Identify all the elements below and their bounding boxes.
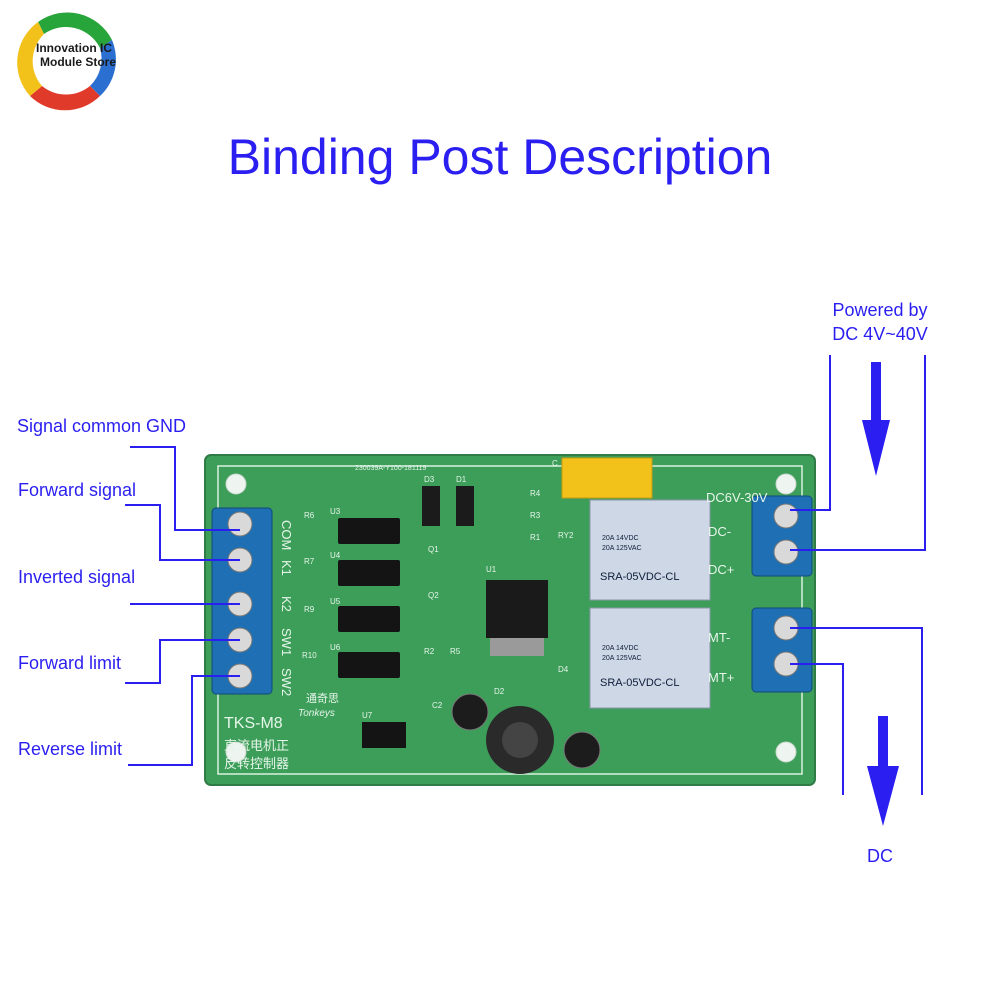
component-label: U5 — [330, 597, 341, 606]
component-label: R9 — [304, 605, 315, 614]
relay1-spec1: 20A 14VDC — [602, 535, 639, 542]
component-label: U3 — [330, 507, 341, 516]
component-label: U1 — [486, 565, 497, 574]
store-logo: Innovation IC Module Store — [17, 12, 116, 111]
component-label: C2 — [432, 701, 443, 710]
label-power-line1: Powered by — [832, 300, 928, 320]
component-label: R3 — [530, 511, 541, 520]
terminal-label-k2: K2 — [279, 596, 294, 612]
pcb-board: 230039A-Y100-181119 — [204, 454, 816, 786]
label-inverted-signal: Inverted signal — [18, 567, 136, 587]
board-desc-line2: 反转控制器 — [224, 756, 289, 771]
logo-text-line1: Innovation IC — [36, 41, 112, 55]
terminal-label-dc-minus: DC- — [708, 524, 731, 539]
logo-text-line2: Module Store — [40, 55, 116, 69]
label-power-line2: DC 4V~40V — [832, 324, 928, 344]
component-label: R1 — [530, 533, 541, 542]
component-label: U6 — [330, 643, 341, 652]
component-label: C — [552, 459, 558, 468]
component-label: D4 — [558, 665, 569, 674]
component-label: R10 — [302, 651, 317, 660]
label-motor-dc: DC — [867, 846, 893, 866]
page-title: Binding Post Description — [227, 129, 773, 185]
left-callout-lines — [125, 446, 240, 766]
component-label: R5 — [450, 647, 461, 656]
component-label: RY2 — [558, 531, 574, 540]
terminal-label-com: COM — [279, 520, 294, 550]
pcb-silkscreen: COM K1 K2 SW1 SW2 DC6V-30V DC- DC+ MT- M… — [224, 459, 768, 771]
terminal-label-mt-plus: MT+ — [708, 670, 734, 685]
relay2-model: SRA-05VDC-CL — [600, 677, 679, 689]
terminal-label-sw2: SW2 — [279, 668, 294, 696]
component-label: D1 — [456, 475, 467, 484]
relay1-model: SRA-05VDC-CL — [600, 571, 679, 583]
component-label: R7 — [304, 557, 315, 566]
component-label: U4 — [330, 551, 341, 560]
label-forward-signal: Forward signal — [18, 480, 137, 500]
motor-arrow-icon — [867, 716, 899, 826]
board-brand-en: Tonkeys — [298, 708, 335, 719]
relay2-spec1: 20A 14VDC — [602, 645, 639, 652]
board-desc-line1: 直流电机正 — [224, 738, 289, 753]
label-forward-limit: Forward limit — [18, 653, 122, 673]
label-reverse-limit: Reverse limit — [18, 739, 123, 759]
label-power-input: Powered by DC 4V~40V — [822, 298, 938, 346]
component-label: D3 — [424, 475, 435, 484]
board-brand-cn: 通奇思 — [306, 692, 339, 705]
component-label: D2 — [494, 687, 505, 696]
power-arrow-icon — [862, 362, 890, 476]
relay1-spec2: 20A 125VAC — [602, 545, 642, 552]
component-label: U7 — [362, 711, 373, 720]
component-label: Q1 — [428, 545, 439, 554]
terminal-label-mt-minus: MT- — [708, 630, 730, 645]
terminal-label-dc-plus: DC+ — [708, 562, 734, 577]
label-signal-common-gnd: Signal common GND — [17, 416, 187, 436]
component-label: R2 — [424, 647, 435, 656]
component-label: R4 — [530, 489, 541, 498]
board-model: TKS-M8 — [224, 715, 283, 732]
terminal-label-k1: K1 — [279, 560, 294, 576]
relay2-spec2: 20A 125VAC — [602, 655, 642, 662]
terminal-label-power-range: DC6V-30V — [706, 490, 768, 505]
terminal-label-sw1: SW1 — [279, 628, 294, 656]
board-serial: 230039A-Y100-181119 — [355, 465, 426, 472]
right-callout-lines — [790, 355, 926, 795]
component-label: Q2 — [428, 591, 439, 600]
component-label: R6 — [304, 511, 315, 520]
